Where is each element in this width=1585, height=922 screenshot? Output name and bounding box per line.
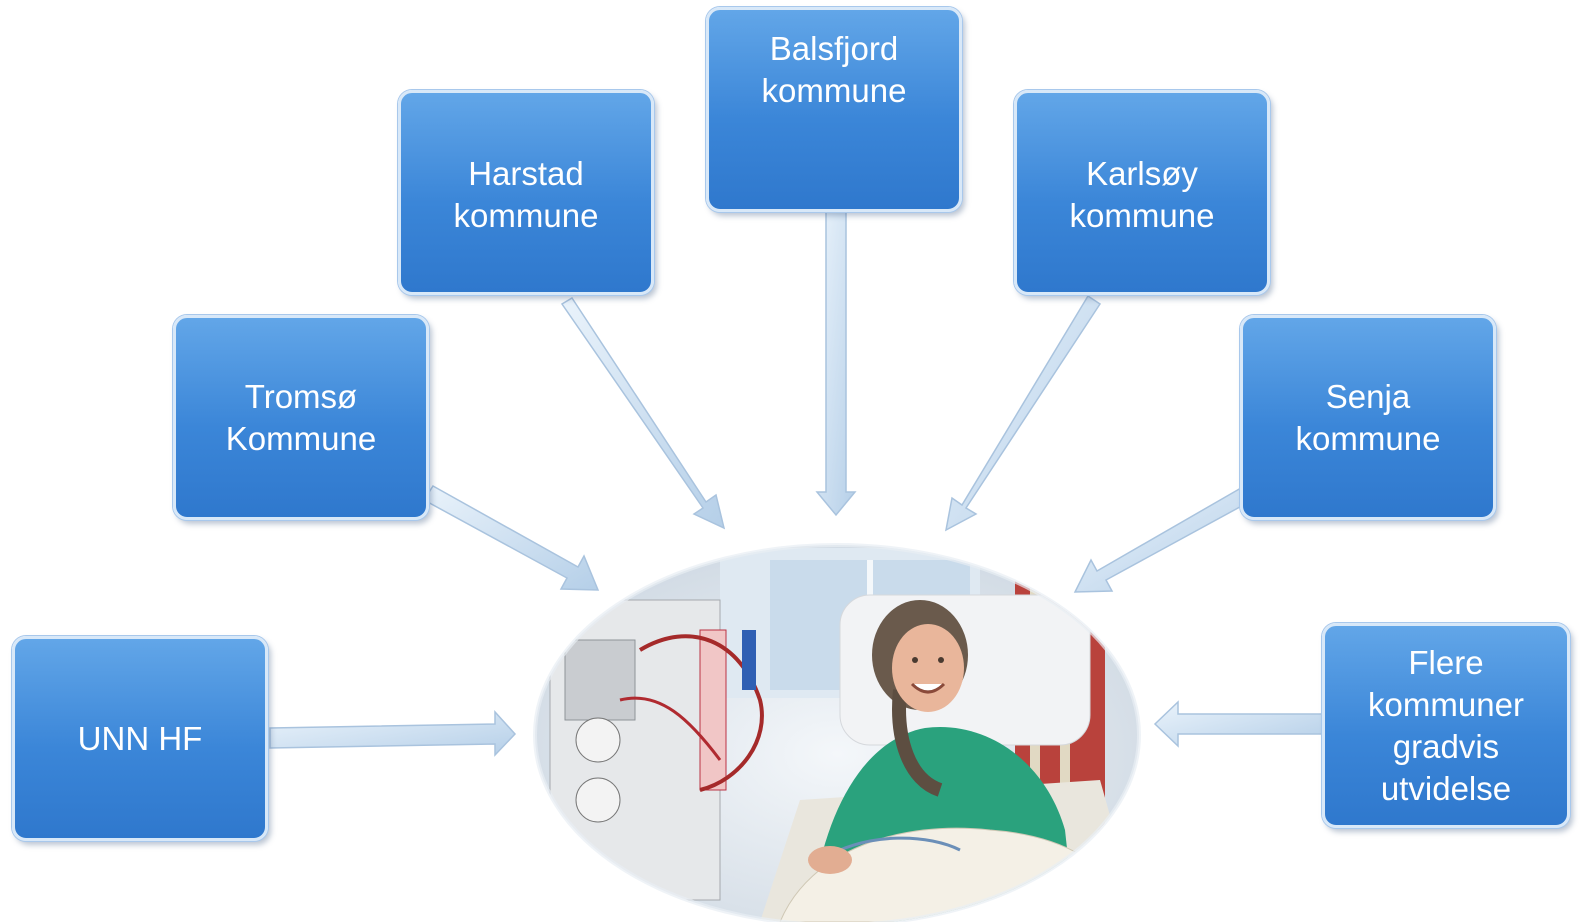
connector-arrows	[269, 211, 1323, 757]
node-harstad-kommune-label: Harstad kommune	[453, 155, 599, 234]
node-unn-hf-label: UNN HF	[77, 719, 203, 757]
node-flere-kommuner-label: Flere kommuner gradvis utvidelse	[1368, 643, 1524, 807]
arrow-karlsoy	[944, 294, 1102, 532]
node-balsfjord-kommune: Balsfjord kommune	[706, 7, 962, 212]
node-senja-kommune: Senja kommune	[1240, 315, 1496, 520]
node-karlsoy-kommune-label: Karlsøy kommune	[1069, 155, 1215, 234]
arrow-harstad	[560, 296, 726, 530]
node-balsfjord-kommune-label: Balsfjord kommune	[761, 30, 907, 109]
node-flere-kommuner: Flere kommuner gradvis utvidelse	[1322, 623, 1570, 828]
node-unn-hf: UNN HF	[12, 636, 268, 841]
node-tromso-kommune: Tromsø Kommune	[173, 315, 429, 520]
patient-dialysis-photo	[535, 545, 1139, 922]
node-harstad-kommune: Harstad kommune	[398, 90, 654, 295]
node-karlsoy-kommune: Karlsøy kommune	[1014, 90, 1270, 295]
arrow-flere	[1153, 700, 1323, 748]
node-tromso-kommune-label: Tromsø Kommune	[225, 377, 377, 457]
node-senja-kommune-label: Senja kommune	[1295, 377, 1441, 457]
arrow-unn	[269, 710, 517, 757]
arrow-tromso	[422, 485, 600, 591]
arrow-balsfjord	[815, 211, 857, 517]
arrow-senja	[1073, 486, 1251, 593]
